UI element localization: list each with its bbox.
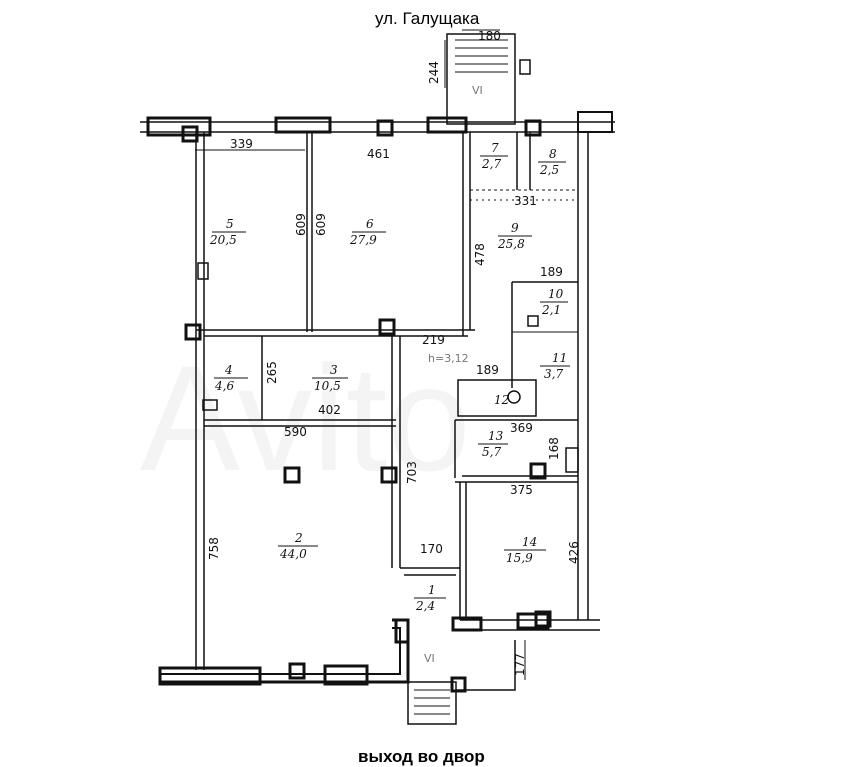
room-4-area: 4,6: [214, 379, 234, 393]
dimension-lines: [195, 29, 578, 201]
room-6-number: 6: [366, 217, 374, 231]
room-8-area: 2,5: [539, 163, 559, 177]
top-porch: [446, 33, 516, 125]
dim-609-b: 609: [314, 213, 328, 236]
dim-170: 170: [420, 542, 443, 556]
room-9-area: 25,8: [497, 237, 525, 251]
watermark: Avito: [140, 334, 471, 502]
room-8-number: 8: [549, 147, 557, 161]
dim-339: 339: [230, 137, 253, 151]
room-13-area: 5,7: [482, 445, 501, 459]
room-7-number: 7: [491, 141, 499, 155]
dim-402: 402: [318, 403, 341, 417]
dim-758: 758: [207, 537, 221, 560]
exit-label: выход во двор: [358, 747, 485, 766]
dim-375: 375: [510, 483, 533, 497]
room-2-number: 2: [294, 531, 303, 545]
dim-609-a: 609: [294, 213, 308, 236]
walls: [140, 33, 615, 725]
dim-369: 369: [510, 421, 533, 435]
room-4-number: 4: [224, 363, 233, 377]
dimension-labels: 180 244 339 461 609 609 478 331 219 189 …: [207, 29, 581, 676]
room-9-number: 9: [511, 221, 519, 235]
room-13-number: 13: [488, 429, 504, 443]
room-3-area: 10,5: [314, 379, 341, 393]
room-14-number: 14: [522, 535, 537, 549]
room-7-area: 2,7: [481, 157, 501, 171]
level-mark: h=3,12: [428, 352, 469, 365]
dim-244: 244: [427, 61, 441, 84]
room-5-area: 20,5: [209, 233, 237, 247]
street-label: ул. Галущака: [375, 9, 480, 28]
dim-265: 265: [265, 361, 279, 384]
dim-189-b: 189: [476, 363, 499, 377]
room-1-area: 2,4: [415, 599, 435, 613]
room-6-area: 27,9: [349, 233, 377, 247]
dim-331: 331: [514, 194, 537, 208]
dim-219: 219: [422, 333, 445, 347]
dim-703: 703: [405, 461, 419, 484]
room-11-area: 3,7: [544, 367, 563, 381]
room-11-number: 11: [552, 351, 567, 365]
room-labels: 5 20,5 6 27,9 7 2,7 8 2,5 9 25,8 10 2,1 …: [209, 141, 570, 613]
room-14-area: 15,9: [506, 551, 533, 565]
room-12-number: 12: [494, 393, 509, 407]
bottom-vi-mark: VI: [424, 652, 435, 665]
dim-180: 180: [478, 29, 501, 43]
room-10-number: 10: [548, 287, 564, 301]
dim-426: 426: [567, 541, 581, 564]
dim-177: 177: [513, 653, 527, 676]
dim-461: 461: [367, 147, 390, 161]
dim-590: 590: [284, 425, 307, 439]
dim-168: 168: [547, 437, 561, 460]
room-10-area: 2,1: [541, 303, 561, 317]
room-2-area: 44,0: [279, 547, 307, 561]
room-5-number: 5: [226, 217, 234, 231]
room-3-number: 3: [330, 363, 338, 377]
dim-189-a: 189: [540, 265, 563, 279]
room-1-number: 1: [428, 583, 436, 597]
top-vi-mark: VI: [472, 84, 483, 97]
dim-478: 478: [473, 243, 487, 266]
